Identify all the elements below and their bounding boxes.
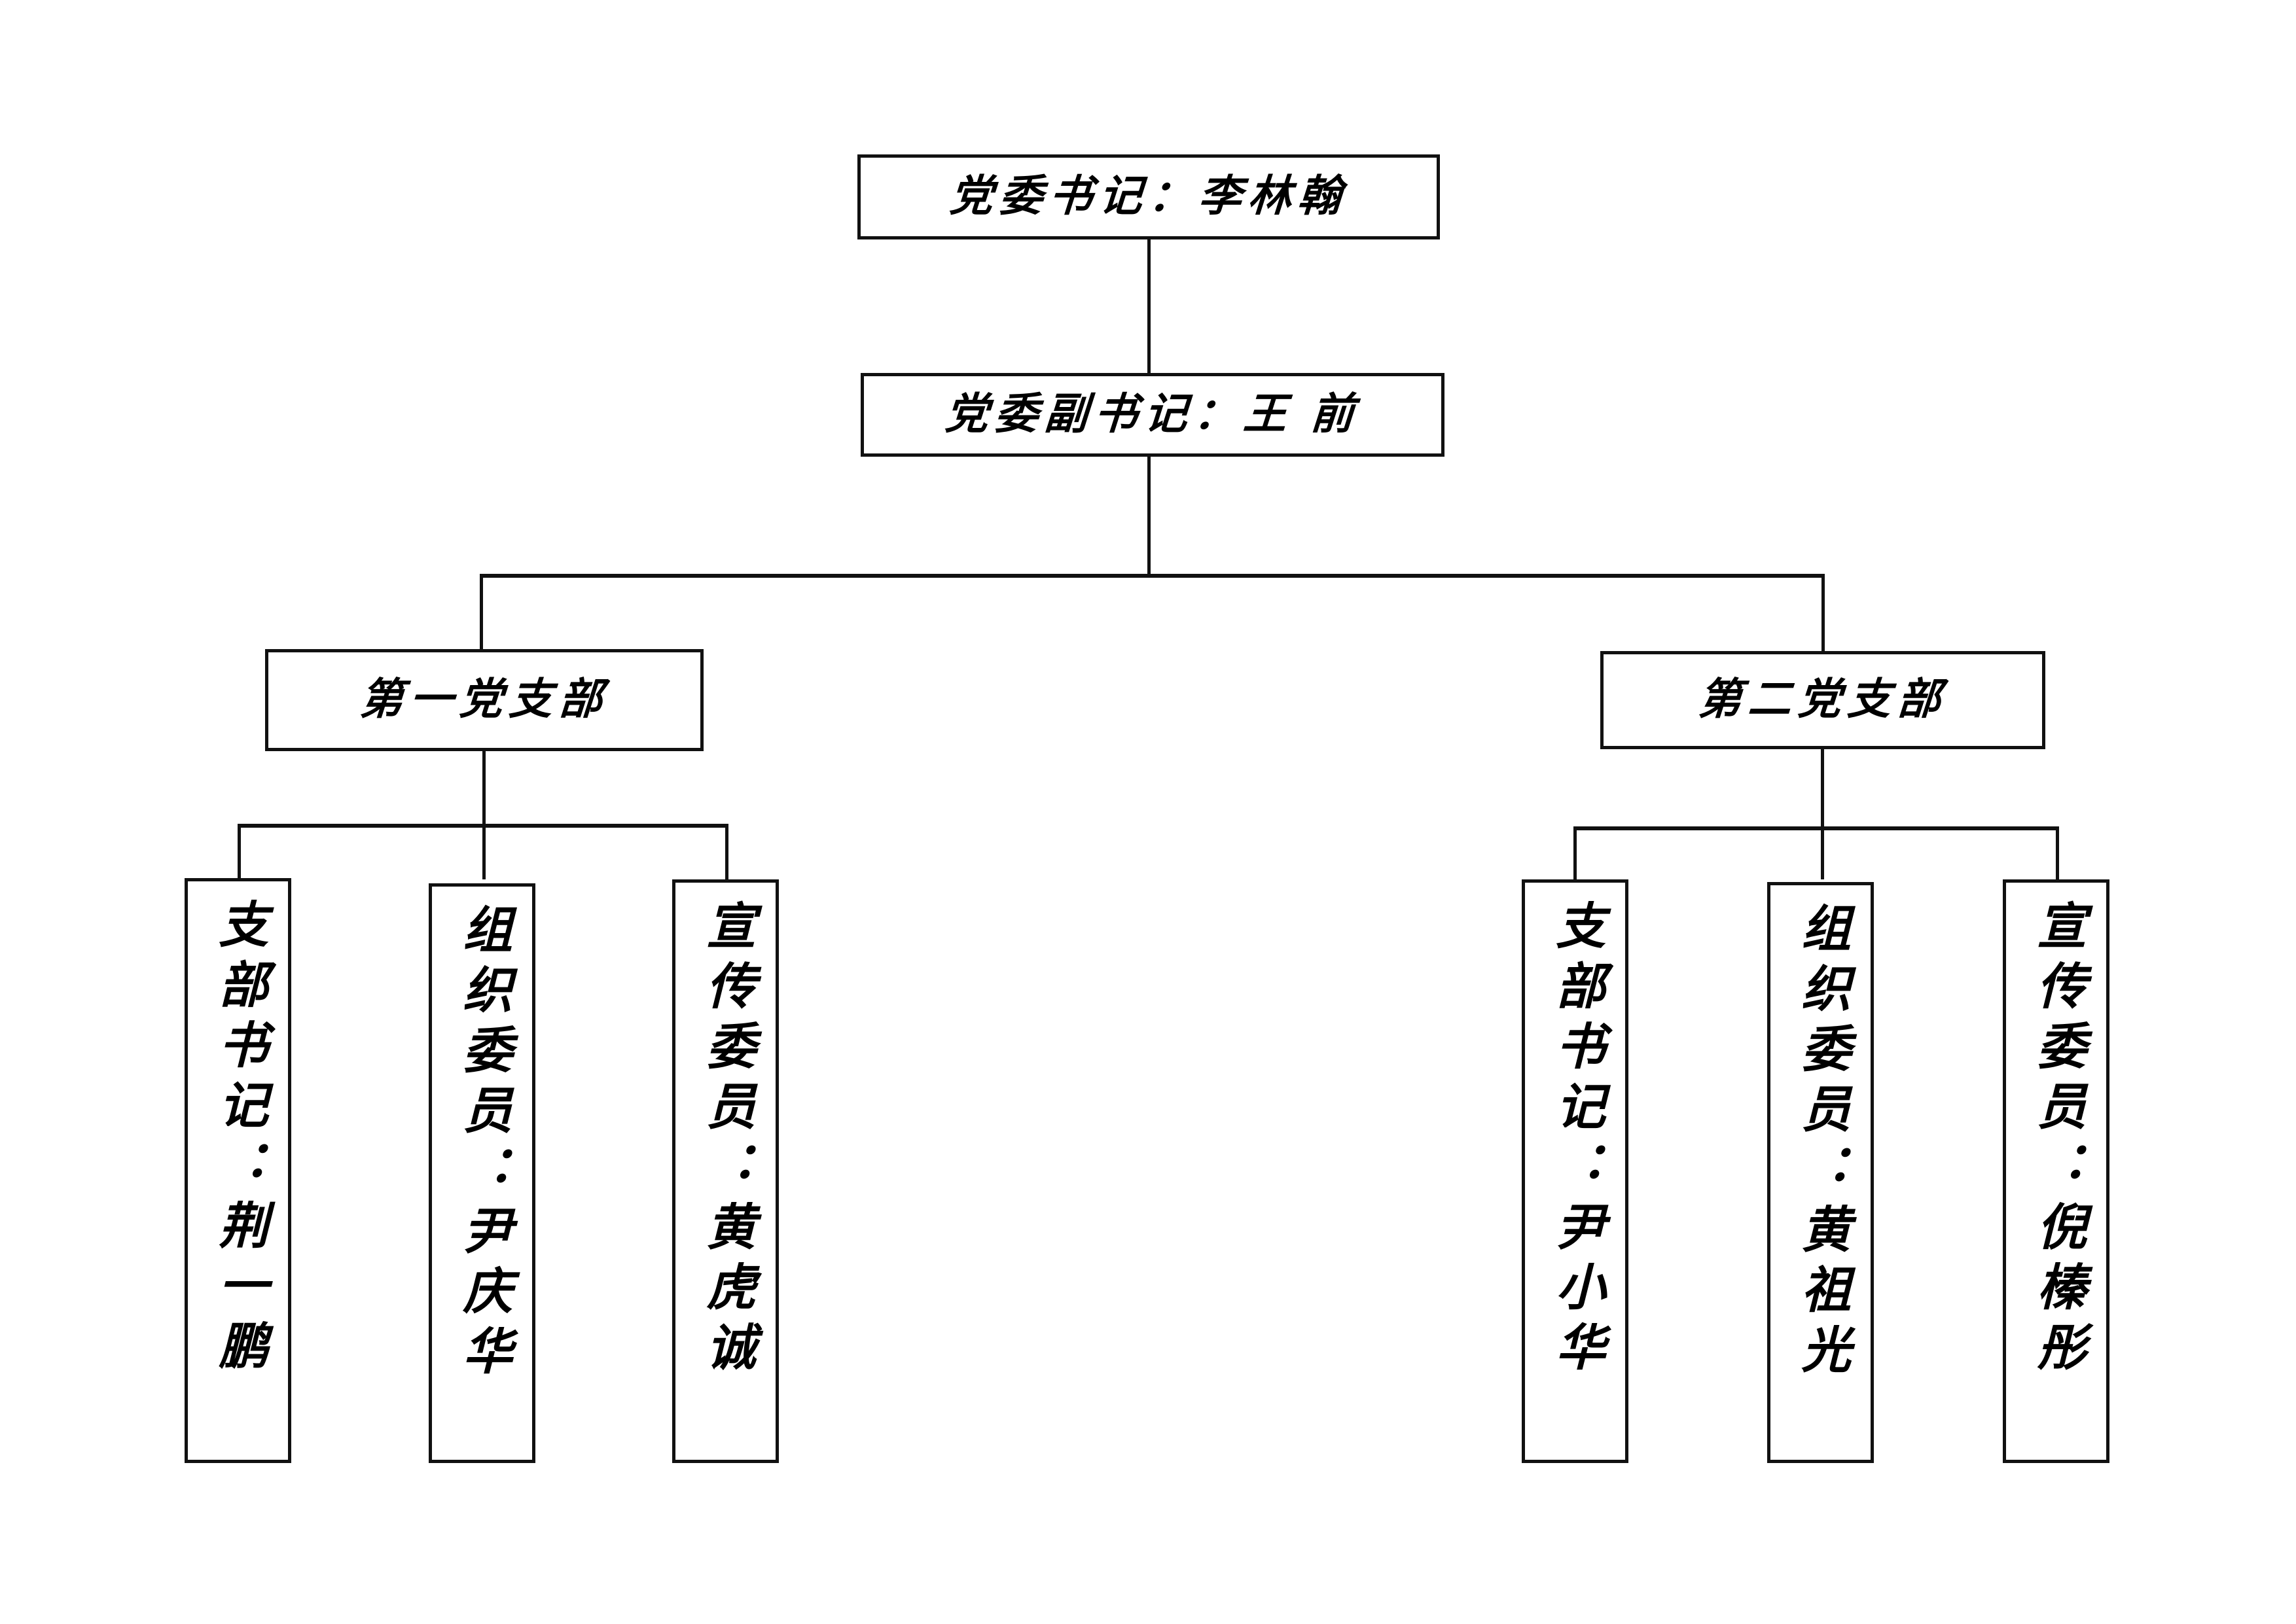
node-branch-one-member-1-label: 支部书记：荆一鹏: [211, 898, 266, 1380]
connector-branch-one-to-member-3: [725, 824, 728, 879]
node-branch-one[interactable]: 第一党支部: [265, 649, 704, 751]
node-branch-one-member-3-label: 宣传委员：黄虎诚: [698, 900, 754, 1381]
node-branch-two-member-3[interactable]: 宣传委员：倪榛彤: [2003, 879, 2109, 1463]
connector-branch-bus: [480, 574, 1825, 578]
node-branch-two-member-2-label: 组织委员：黄祖光: [1793, 902, 1849, 1384]
connector-branch-two-to-member-2: [1821, 826, 1824, 879]
connector-branch-two-to-member-1: [1573, 826, 1577, 879]
node-party-secretary-label: 党委书记：李林翰: [948, 172, 1350, 221]
node-deputy-secretary[interactable]: 党委副书记：王 前: [861, 373, 1444, 457]
node-branch-two-member-1-label: 支部书记：尹小华: [1548, 900, 1604, 1381]
connector-branch-two-to-member-3: [2056, 826, 2059, 879]
connector-secretary-to-deputy: [1147, 239, 1151, 373]
node-branch-one-member-2-label: 组织委员：尹庆华: [455, 904, 511, 1385]
connector-branch-one-to-member-2: [482, 824, 486, 879]
connector-deputy-drop: [1147, 457, 1151, 576]
node-branch-one-label: 第一党支部: [358, 675, 611, 724]
node-deputy-secretary-label: 党委副书记：王 前: [943, 390, 1362, 438]
node-branch-two-member-1[interactable]: 支部书记：尹小华: [1522, 879, 1628, 1463]
node-branch-two-member-3-label: 宣传委员：倪榛彤: [2029, 900, 2085, 1381]
node-branch-two-label: 第二党支部: [1696, 675, 1949, 724]
node-branch-two[interactable]: 第二党支部: [1600, 651, 2045, 749]
connector-branch-one-drop: [482, 751, 486, 826]
node-branch-one-member-2[interactable]: 组织委员：尹庆华: [429, 883, 535, 1463]
node-branch-one-member-3[interactable]: 宣传委员：黄虎诚: [672, 879, 779, 1463]
connector-branch-one-to-member-1: [238, 824, 241, 879]
connector-branch-two-drop: [1821, 749, 1824, 829]
node-branch-one-member-1[interactable]: 支部书记：荆一鹏: [185, 878, 291, 1463]
connector-bus-to-branch-two: [1821, 574, 1825, 651]
node-branch-two-member-2[interactable]: 组织委员：黄祖光: [1767, 882, 1874, 1463]
connector-bus-to-branch-one: [480, 574, 483, 651]
connector-branch-two-bus: [1573, 826, 2059, 830]
node-party-secretary[interactable]: 党委书记：李林翰: [857, 154, 1440, 239]
